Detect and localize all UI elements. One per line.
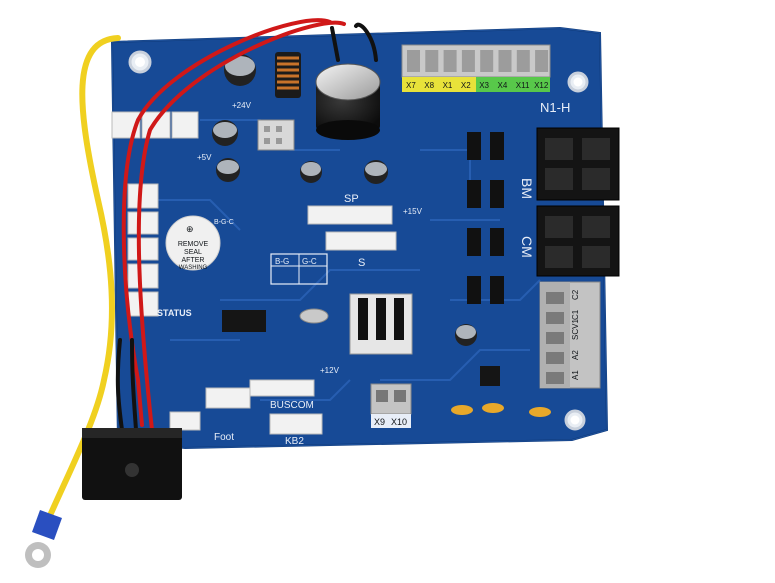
header-pin [407, 50, 420, 72]
header-pin [425, 50, 439, 72]
sticker-line: WASHING [179, 265, 208, 271]
header-pin [461, 50, 475, 72]
cm-connector [536, 205, 620, 277]
header-pin [443, 50, 457, 72]
kb2-label: KB2 [285, 436, 304, 447]
sp-label: SP [344, 193, 359, 205]
sticker-line: AFTER [182, 257, 205, 264]
small-connector [169, 411, 201, 431]
small-capacitor [300, 161, 322, 183]
header-pin [480, 50, 494, 72]
ic-chip [480, 366, 500, 386]
bg-label: B-G [275, 257, 289, 266]
crystal [299, 308, 329, 324]
plus15v-label: +15V [403, 207, 423, 216]
sp-connector [307, 205, 393, 225]
terminal-label: C2 [571, 289, 580, 300]
small-capacitor [212, 120, 238, 146]
plus12v-label: +12V [320, 366, 340, 375]
ring-terminal [25, 510, 62, 568]
mount-hole [564, 409, 586, 431]
header-label: X11 [516, 81, 530, 90]
terminal-label: A1 [571, 370, 580, 380]
foot-label: Foot [214, 432, 234, 443]
small-capacitor [455, 324, 477, 346]
x9-x10-terminal: X9 X10 [370, 383, 412, 428]
sticker-line: REMOVE [178, 241, 209, 248]
header-label: X7 [406, 81, 416, 90]
terminal-label: C1 [571, 309, 580, 320]
main-capacitor [315, 63, 381, 140]
foot-connector [205, 387, 251, 409]
buzzer-sticker: ⊕ REMOVE SEAL AFTER WASHING [165, 215, 221, 271]
bgc-table: B-G G-C [270, 253, 328, 285]
small-capacitor [224, 54, 256, 86]
kb2-connector [269, 413, 323, 435]
header-label: X8 [424, 81, 434, 90]
header-pin [535, 50, 549, 72]
header-pin [498, 50, 512, 72]
plus5v-label: +5V [197, 153, 212, 162]
mount-hole [567, 71, 589, 93]
ic-chip [222, 310, 266, 332]
terminal-label: A2 [571, 350, 580, 360]
heatsink-regulator [349, 293, 413, 355]
header-label: X1 [443, 81, 453, 90]
bm-label: BM [519, 178, 535, 199]
buscom-connector [249, 379, 315, 397]
n1h-label: N1-H [540, 100, 570, 115]
transistor-array [467, 132, 504, 304]
s-connector [325, 231, 397, 251]
sticker-line: SEAL [184, 249, 202, 256]
terminal-label: SCV1 [571, 319, 580, 340]
small-capacitor [364, 160, 388, 184]
header-label: X2 [461, 81, 471, 90]
header-label: X4 [498, 81, 508, 90]
small-capacitor [216, 158, 240, 182]
x9-label: X9 [374, 417, 385, 427]
ferrite-block [82, 428, 182, 500]
svg-text:⊕: ⊕ [186, 224, 194, 234]
cm-label: CM [519, 236, 535, 258]
film-capacitor [451, 403, 551, 417]
header-label: X3 [479, 81, 489, 90]
bm-connector [536, 127, 620, 201]
bgc-label: B-G-C [214, 219, 234, 226]
buscom-label: BUSCOM [270, 400, 314, 411]
inductor-coil [275, 52, 301, 98]
top-terminal-header: X7 X8 X1 X2 X3 X4 X11 X12 [401, 44, 551, 92]
mount-hole [128, 50, 152, 74]
s-label: S [358, 257, 365, 269]
status-label: STATUS [157, 308, 192, 318]
gc-label: G-C [302, 257, 317, 266]
transformer [257, 119, 295, 151]
plus24v-label: +24V [232, 101, 252, 110]
header-pin [516, 50, 530, 72]
wire-harness [45, 18, 378, 523]
header-label: X12 [534, 81, 549, 90]
x10-label: X10 [391, 417, 407, 427]
